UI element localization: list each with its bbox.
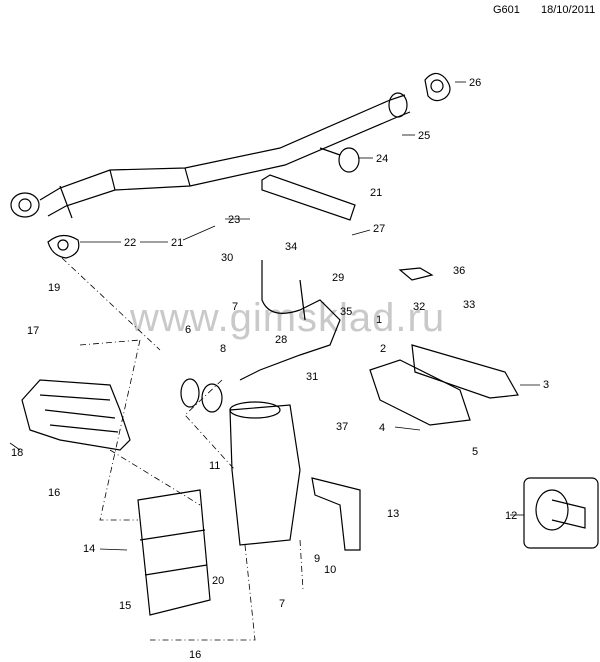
callout-27: 27 — [373, 223, 385, 235]
callout-16-upper: 16 — [48, 487, 60, 499]
callout-25: 25 — [418, 130, 430, 142]
flange-gasket-26 — [424, 72, 451, 102]
callout-30: 30 — [221, 252, 233, 264]
callout-17: 17 — [27, 325, 39, 337]
clamp-6 — [180, 378, 200, 408]
callout-29: 29 — [332, 272, 344, 284]
callout-34: 34 — [285, 241, 297, 253]
manifold-gasket-3 — [411, 344, 519, 399]
heat-shield-17 — [21, 379, 131, 451]
callout-5: 5 — [472, 446, 478, 458]
watermark: www.gimsklad.ru — [130, 296, 446, 340]
rubber-mount-24 — [319, 147, 360, 173]
gasket-8 — [201, 383, 223, 413]
heat-shield-bracket-23 — [261, 174, 356, 221]
callout-32: 32 — [413, 301, 425, 313]
exhaust-pipe — [10, 92, 411, 219]
gasket-22 — [47, 234, 80, 259]
callout-22: 22 — [124, 237, 136, 249]
callout-26: 26 — [469, 77, 481, 89]
callout-20: 20 — [212, 575, 224, 587]
callout-6: 6 — [185, 324, 191, 336]
callout-18: 18 — [11, 447, 23, 459]
callout-19: 19 — [48, 282, 60, 294]
callout-31: 31 — [306, 371, 318, 383]
callout-15: 15 — [119, 600, 131, 612]
callout-37: 37 — [336, 421, 348, 433]
callout-36: 36 — [453, 265, 465, 277]
bracket-9 — [311, 477, 361, 551]
callout-23: 23 — [228, 214, 240, 226]
callout-33: 33 — [463, 299, 475, 311]
callout-13: 13 — [387, 508, 399, 520]
catalytic-converter-14 — [137, 489, 211, 616]
callout-14: 14 — [83, 543, 95, 555]
callout-28: 28 — [275, 334, 287, 346]
callout-10: 10 — [324, 564, 336, 576]
diagram-code: G601 — [493, 4, 520, 16]
callout-2: 2 — [380, 343, 386, 355]
exhaust-manifold-2 — [369, 359, 471, 426]
callout-24: 24 — [376, 153, 388, 165]
callout-21-lower: 21 — [171, 237, 183, 249]
catalytic-converter-7 — [229, 401, 301, 546]
callout-4: 4 — [379, 422, 385, 434]
callout-8: 8 — [220, 343, 226, 355]
oxygen-sensor-wires — [239, 260, 341, 381]
callout-9: 9 — [314, 553, 320, 565]
callout-21-upper: 21 — [370, 187, 382, 199]
callout-35: 35 — [340, 306, 352, 318]
bracket-32 — [398, 267, 434, 281]
label-ticks — [9, 81, 540, 551]
inset-part-12 — [523, 477, 599, 549]
callout-16-lower: 16 — [189, 649, 201, 661]
callout-12: 12 — [505, 510, 517, 522]
callout-3: 3 — [543, 379, 549, 391]
callout-11: 11 — [209, 460, 220, 472]
callout-7-upper: 7 — [232, 301, 238, 313]
callout-1: 1 — [376, 314, 382, 326]
diagram-date: 18/10/2011 — [541, 4, 596, 16]
callout-7-lower: 7 — [279, 598, 285, 610]
leader-lines — [61, 257, 304, 641]
callout-labels: 26 25 24 21 23 27 22 21 34 30 29 35 36 3… — [11, 77, 549, 661]
